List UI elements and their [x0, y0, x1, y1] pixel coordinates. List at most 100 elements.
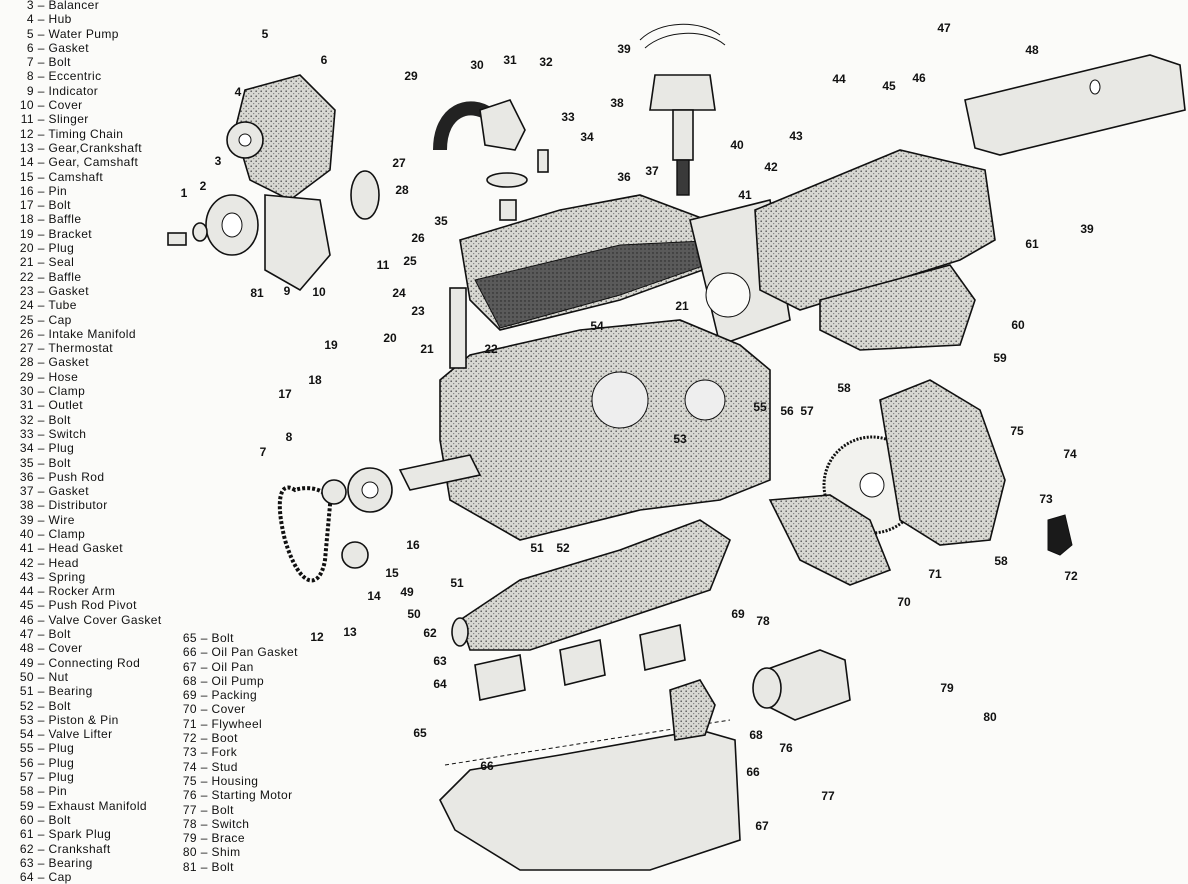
- legend-item-number: 58: [19, 784, 34, 799]
- callout-number: 8: [286, 430, 293, 444]
- legend-item: 15 – Camshaft: [10, 170, 162, 184]
- legend-item-text: Bracket: [48, 226, 93, 241]
- legend-item-separator: –: [197, 716, 212, 731]
- legend-item: 12 – Timing Chain: [10, 127, 162, 141]
- legend-item-separator: –: [197, 659, 212, 674]
- starting-motor-drawing: [752, 649, 851, 721]
- callout-number: 27: [392, 156, 406, 170]
- callout-number: 77: [821, 789, 835, 803]
- legend-item: 24 – Tube: [10, 298, 162, 312]
- legend-item-text: Push Rod Pivot: [48, 598, 137, 613]
- callout-number: 62: [423, 626, 437, 640]
- oil-pan-drawing: [439, 719, 741, 871]
- legend-item-separator: –: [197, 788, 212, 803]
- legend-item-separator: –: [34, 384, 49, 399]
- callout-number: 34: [580, 130, 594, 144]
- legend-item-number: 43: [19, 569, 34, 584]
- legend-item: 63 – Bearing: [10, 856, 162, 870]
- distributor-drawing: [639, 23, 726, 196]
- callout-number: 31: [503, 53, 517, 67]
- legend-item-number: 11: [20, 112, 34, 127]
- legend-item: 19 – Bracket: [10, 227, 162, 241]
- legend-item: 6 – Gasket: [10, 41, 162, 55]
- callout-number: 16: [406, 538, 420, 552]
- legend-item-text: Slinger: [48, 112, 89, 127]
- legend-item-text: Timing Chain: [48, 126, 124, 141]
- callout-number: 40: [730, 138, 744, 152]
- legend-item: 5 – Water Pump: [10, 27, 162, 41]
- legend-item: 61 – Spark Plug: [10, 827, 162, 841]
- legend-item: 20 – Plug: [10, 241, 162, 255]
- legend-item-separator: –: [34, 798, 49, 813]
- legend-item-separator: –: [34, 183, 49, 198]
- callout-number: 76: [779, 741, 793, 755]
- legend-item-separator: –: [197, 688, 212, 703]
- legend-item: 40 – Clamp: [10, 527, 162, 541]
- legend-item-separator: –: [34, 841, 49, 856]
- callout-number: 63: [433, 654, 447, 668]
- legend-item-number: 68: [182, 673, 197, 688]
- callout-number: 5: [262, 27, 269, 41]
- legend-item-text: Plug: [48, 441, 75, 456]
- callout-number: 38: [610, 96, 624, 110]
- callout-number: 52: [556, 541, 570, 555]
- legend-item-separator: –: [34, 855, 49, 870]
- camshaft-drawing: [398, 454, 482, 491]
- legend-item-text: Bolt: [211, 859, 234, 874]
- legend-item-number: 70: [182, 702, 197, 717]
- legend-item-separator: –: [34, 0, 49, 12]
- legend-item: 25 – Cap: [10, 313, 162, 327]
- legend-item-separator: –: [34, 541, 49, 556]
- legend-item-separator: –: [34, 198, 49, 213]
- legend-item: 26 – Intake Manifold: [10, 327, 162, 341]
- legend-item: 31 – Outlet: [10, 398, 162, 412]
- callout-number: 75: [1010, 424, 1024, 438]
- callout-number: 58: [994, 554, 1008, 568]
- callout-number: 29: [404, 69, 418, 83]
- legend-item: 68 – Oil Pump: [173, 674, 298, 688]
- legend-item-number: 72: [182, 731, 197, 746]
- legend-item-text: Packing: [211, 688, 258, 703]
- callout-number: 72: [1064, 569, 1078, 583]
- callout-number: 51: [450, 576, 464, 590]
- legend-item-separator: –: [34, 55, 49, 70]
- legend-item-separator: –: [34, 283, 49, 298]
- legend-item: 55 – Plug: [10, 741, 162, 755]
- callout-number: 26: [411, 231, 425, 245]
- legend-item: 21 – Seal: [10, 255, 162, 269]
- legend-item-separator: –: [34, 355, 49, 370]
- legend-item: 32 – Bolt: [10, 413, 162, 427]
- legend-item-number: 28: [19, 355, 34, 370]
- legend-item-separator: –: [34, 770, 49, 785]
- legend-item: 28 – Gasket: [10, 355, 162, 369]
- legend-item-separator: –: [34, 755, 49, 770]
- legend-item-number: 34: [19, 441, 34, 456]
- legend-item-separator: –: [34, 669, 49, 684]
- legend-item-number: 38: [19, 498, 34, 513]
- legend-item: 73 – Fork: [173, 745, 298, 759]
- legend-item-separator: –: [34, 155, 49, 170]
- callout-number: 12: [310, 630, 324, 644]
- legend-item-text: Gear, Camshaft: [48, 155, 139, 170]
- legend-item-number: 80: [182, 845, 197, 860]
- legend-item-number: 62: [19, 841, 34, 856]
- legend-item-text: Indicator: [48, 83, 99, 98]
- legend-item: 50 – Nut: [10, 670, 162, 684]
- legend-item-number: 8: [26, 69, 34, 84]
- legend-item-number: 18: [19, 212, 34, 227]
- engine-block-drawing: [439, 319, 771, 541]
- legend-item-separator: –: [34, 627, 49, 642]
- legend-item-text: Eccentric: [48, 69, 102, 84]
- legend-item: 59 – Exhaust Manifold: [10, 799, 162, 813]
- legend-item-text: Cover: [48, 98, 83, 113]
- legend-item-text: Intake Manifold: [48, 326, 136, 341]
- legend-item-number: 61: [19, 827, 34, 842]
- legend-item-number: 40: [19, 526, 34, 541]
- legend-item: 66 – Oil Pan Gasket: [173, 645, 298, 659]
- legend-item-text: Hub: [48, 12, 72, 27]
- legend-item-text: Plug: [48, 755, 75, 770]
- callout-number: 70: [897, 595, 911, 609]
- callout-number: 65: [413, 726, 427, 740]
- legend-item-number: 31: [19, 398, 34, 413]
- legend-item-number: 22: [19, 269, 34, 284]
